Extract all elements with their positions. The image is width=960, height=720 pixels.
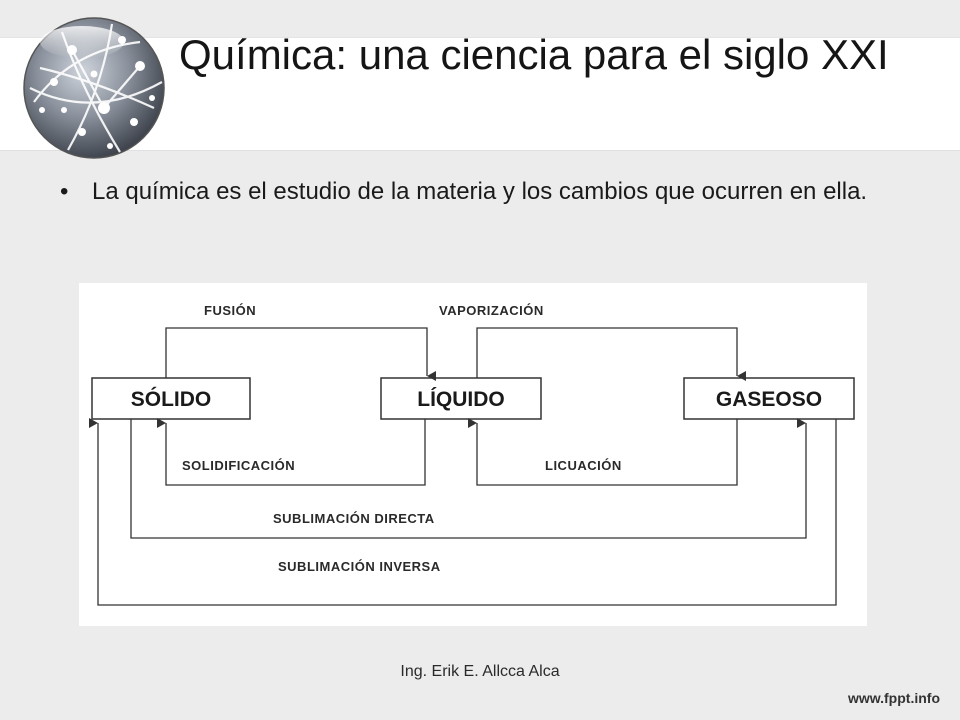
inverse-sublimation-arrow [89,418,837,606]
globe-logo-icon [23,17,165,159]
inverse-sublimation-label: SUBLIMACIÓN INVERSA [278,559,441,574]
footer-author: Ing. Erik E. Allcca Alca [400,663,560,680]
bullet-marker: • [60,178,69,205]
solidification-arrow [157,418,426,486]
solidification-label: SOLIDIFICACIÓN [182,458,295,473]
liquefaction-arrow [468,418,738,486]
vaporization-label: VAPORIZACIÓN [439,303,544,318]
liquid-box [380,377,542,420]
gas-box [683,377,855,420]
vaporization-arrow [476,327,746,381]
slide-title: Química: una ciencia para el siglo XXI [179,31,889,78]
liquefaction-label: LICUACIÓN [545,458,622,473]
state-solid-label: SÓLIDO [131,387,212,411]
state-gas-label: GASEOSO [716,388,822,411]
states-of-matter-diagram: SÓLIDO LÍQUIDO GASEOSO FUSIÓN VAPORIZACI… [79,283,867,626]
bullet-text: La química es el estudio de la materia y… [92,178,868,205]
fusion-arrow [165,327,436,381]
direct-sublimation-label: SUBLIMACIÓN DIRECTA [273,511,435,526]
footer-site: www.fppt.info [847,690,940,706]
fusion-label: FUSIÓN [204,303,256,318]
direct-sublimation-arrow [130,418,807,539]
solid-box [91,377,251,420]
state-liquid-label: LÍQUIDO [417,388,505,411]
